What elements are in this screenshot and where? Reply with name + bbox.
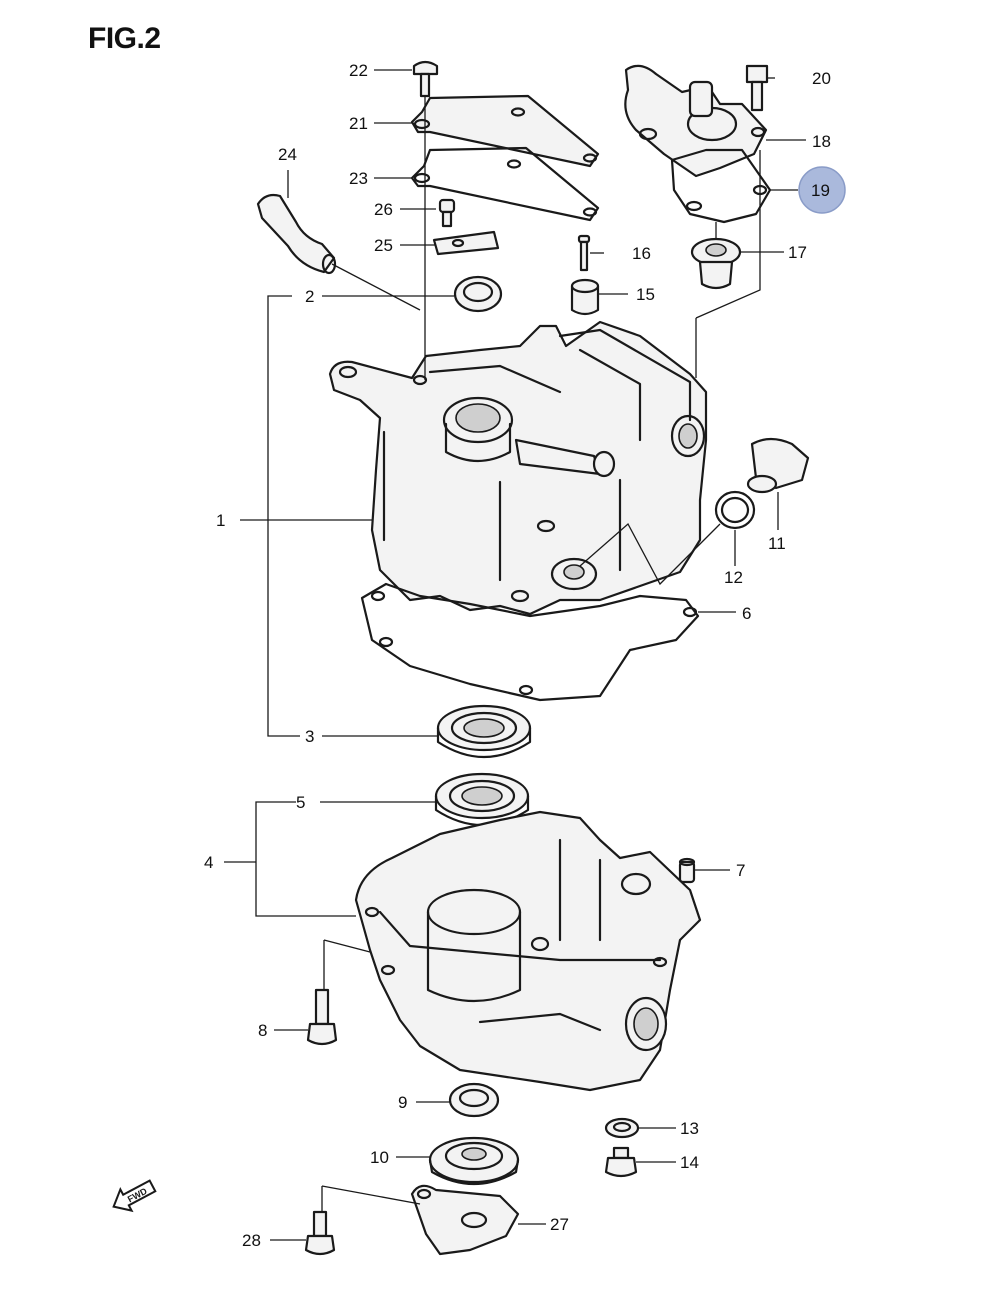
part-21-plate[interactable] bbox=[410, 94, 600, 168]
callout-12[interactable]: 12 bbox=[724, 568, 743, 587]
callout-19-highlight bbox=[798, 166, 846, 214]
part-7-dowel-pin[interactable] bbox=[678, 857, 696, 884]
part-27-cover-plate[interactable] bbox=[410, 1184, 520, 1256]
callout-23[interactable]: 23 bbox=[349, 169, 368, 188]
callout-13[interactable]: 13 bbox=[680, 1119, 699, 1138]
part-20-bolt[interactable] bbox=[745, 64, 769, 112]
part-6-gasket[interactable] bbox=[360, 582, 700, 702]
part-2-oil-seal[interactable] bbox=[453, 275, 503, 313]
part-4-crankcase[interactable] bbox=[354, 810, 702, 1092]
callout-7[interactable]: 7 bbox=[736, 861, 745, 880]
callout-21[interactable]: 21 bbox=[349, 114, 368, 133]
part-8-bolt[interactable] bbox=[306, 988, 338, 1046]
callout-1[interactable]: 1 bbox=[216, 511, 225, 530]
part-26-bolt[interactable] bbox=[438, 198, 456, 228]
callout-28[interactable]: 28 bbox=[242, 1231, 261, 1250]
callout-14[interactable]: 14 bbox=[680, 1153, 699, 1172]
callout-11[interactable]: 11 bbox=[768, 534, 786, 553]
part-1-cylinder-housing[interactable] bbox=[328, 320, 708, 616]
assembly-lines bbox=[321, 96, 761, 1212]
callout-6[interactable]: 6 bbox=[742, 604, 751, 623]
part-24-hose[interactable] bbox=[256, 193, 337, 275]
part-23-gasket[interactable] bbox=[410, 146, 600, 222]
callout-2[interactable]: 2 bbox=[305, 287, 314, 306]
callout-22[interactable]: 22 bbox=[349, 61, 368, 80]
callout-4[interactable]: 4 bbox=[204, 853, 213, 872]
part-3-bearing[interactable] bbox=[436, 704, 532, 758]
part-9-oil-seal[interactable] bbox=[448, 1082, 500, 1118]
callout-5[interactable]: 5 bbox=[296, 793, 305, 812]
callout-27[interactable]: 27 bbox=[550, 1215, 569, 1234]
callout-25[interactable]: 25 bbox=[374, 236, 393, 255]
callout-10[interactable]: 10 bbox=[370, 1148, 389, 1167]
part-17-thermostat[interactable] bbox=[690, 237, 742, 290]
part-28-bolt[interactable] bbox=[304, 1210, 336, 1256]
part-13-washer[interactable] bbox=[604, 1117, 640, 1139]
callout-19[interactable]: 19 bbox=[811, 181, 830, 200]
callout-labels: 22 21 23 26 25 24 2 1 3 16 15 20 18 19 1… bbox=[204, 61, 846, 1250]
part-22-screw[interactable] bbox=[412, 60, 439, 98]
callout-20[interactable]: 20 bbox=[812, 69, 831, 88]
part-11-plug[interactable] bbox=[746, 437, 810, 494]
callout-17[interactable]: 17 bbox=[788, 243, 807, 262]
callout-16[interactable]: 16 bbox=[632, 244, 651, 263]
callout-18[interactable]: 18 bbox=[812, 132, 831, 151]
part-5-bearing[interactable] bbox=[434, 772, 530, 826]
part-14-drain-plug[interactable] bbox=[604, 1146, 638, 1178]
forward-arrow-icon: FWD bbox=[112, 1179, 157, 1213]
part-12-o-ring[interactable] bbox=[714, 490, 756, 530]
callout-9[interactable]: 9 bbox=[398, 1093, 407, 1112]
callout-26[interactable]: 26 bbox=[374, 200, 393, 219]
part-15-collar[interactable] bbox=[570, 278, 600, 316]
part-10-cap[interactable] bbox=[428, 1136, 520, 1186]
leader-lines bbox=[224, 69, 806, 1241]
callout-15[interactable]: 15 bbox=[636, 285, 655, 304]
part-25-clip[interactable] bbox=[432, 230, 500, 256]
part-16-screw[interactable] bbox=[577, 234, 591, 272]
callout-24[interactable]: 24 bbox=[278, 145, 297, 164]
figure-title: FIG.2 bbox=[88, 22, 161, 55]
part-18-thermostat-cover[interactable] bbox=[624, 64, 768, 178]
callout-8[interactable]: 8 bbox=[258, 1021, 267, 1040]
callout-3[interactable]: 3 bbox=[305, 727, 314, 746]
